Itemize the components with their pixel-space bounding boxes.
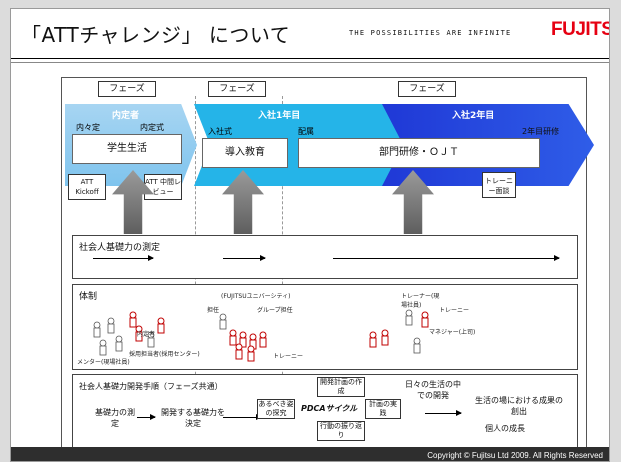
plan-box: 開発計画の作成: [317, 377, 365, 397]
step-decide: 開発する基礎力を決定: [161, 408, 225, 428]
trainee-interview-box: トレーニー面談: [482, 172, 516, 198]
daily-development: 日々の生活の中での開発: [405, 380, 461, 400]
phase3-title: 入社2年目: [452, 111, 495, 121]
people-figures: [93, 309, 429, 362]
proc-arrow-1: [137, 414, 156, 420]
phase2-left-label: 入社式: [208, 127, 232, 136]
phase2-right-label: 配属: [298, 127, 314, 136]
copyright-text: Copyright © Fujitsu Ltd 2009. All Rights…: [427, 451, 603, 460]
label-tutor: 担任: [207, 307, 220, 314]
phase1-box: 学生生活: [72, 134, 182, 164]
pdca-label: PDCAサイクル: [301, 404, 358, 413]
execute-box: 計画の実践: [365, 399, 401, 419]
slide: 「ATTチャレンジ」 について THE POSSIBILITIES ARE IN…: [10, 8, 610, 462]
label-mentor: メンター(現場社員): [77, 359, 130, 366]
phase2-title: 入社1年目: [258, 111, 301, 121]
reflect-box: 行動の振り返り: [317, 421, 365, 441]
label-recruiter: 採用担当者(採用センター): [129, 351, 200, 358]
att-midreview-box: ATT 中間レビュー: [144, 174, 182, 200]
header-rule-thin: [11, 62, 609, 63]
label-trainer: トレーナー(現場社員): [401, 293, 440, 309]
label-trainee-1: トレーニー: [273, 353, 304, 360]
measurement-panel: 社会人基礎力の測定: [72, 235, 578, 279]
label-university: (FUJITSUユニバーシティ): [221, 293, 291, 300]
att-kickoff-box: ATT Kickoff: [68, 174, 106, 200]
phase-tab-3: フェーズ: [398, 81, 456, 97]
measure-arrow-1: [93, 255, 154, 261]
structure-title: 体制: [79, 292, 98, 302]
measure-arrow-2: [223, 255, 266, 261]
phase3-right-label: 2年目研修: [522, 127, 560, 136]
proc-arrow-3: [425, 410, 462, 416]
brand-tagline: THE POSSIBILITIES ARE INFINITE: [349, 29, 512, 37]
phase1-right-label: 内定式: [140, 123, 164, 132]
inquiry-box: あるべき姿の探究: [257, 399, 295, 419]
phase-tab-2: フェーズ: [208, 81, 266, 97]
footer-bar: Copyright © Fujitsu Ltd 2009. All Rights…: [11, 447, 609, 461]
header-rule: [11, 58, 609, 59]
phase-tab-1: フェーズ: [98, 81, 156, 97]
phase2-ojt-box: 部門研修・ＯＪＴ: [298, 138, 540, 168]
label-group-tutor: グループ担任: [257, 307, 293, 314]
procedure-title: 社会人基礎力開発手順（フェーズ共通）: [79, 382, 223, 391]
fujitsu-logo: FUJITSU: [551, 19, 609, 40]
phase1-left-label: 内々定: [76, 123, 100, 132]
result-growth: 個人の成長: [485, 424, 525, 433]
phase2-box: 導入教育: [202, 138, 288, 168]
phase1-title: 内定者: [112, 111, 140, 121]
page-title: 「ATTチャレンジ」 について: [21, 23, 291, 47]
label-trainee-2: トレーニー: [439, 307, 470, 314]
label-candidates: 内定者: [137, 331, 156, 338]
result-outcome: 生活の場における成果の創出: [475, 396, 563, 416]
structure-panel: 体制: [72, 284, 578, 370]
diagram-frame: フェーズ フェーズ フェーズ 内定者 内々定 内定式 学生生活 ATT Kick…: [61, 77, 594, 453]
proc-arrow-2: [223, 414, 262, 420]
label-manager: マネジャー(上司): [429, 329, 476, 336]
measurement-title: 社会人基礎力の測定: [79, 243, 161, 253]
measure-arrow-3: [333, 255, 560, 261]
procedure-panel: 社会人基礎力開発手順（フェーズ共通） 基礎力の測定 開発する基礎力を決定 開発計…: [72, 374, 578, 450]
step-measure: 基礎力の測定: [95, 408, 135, 428]
